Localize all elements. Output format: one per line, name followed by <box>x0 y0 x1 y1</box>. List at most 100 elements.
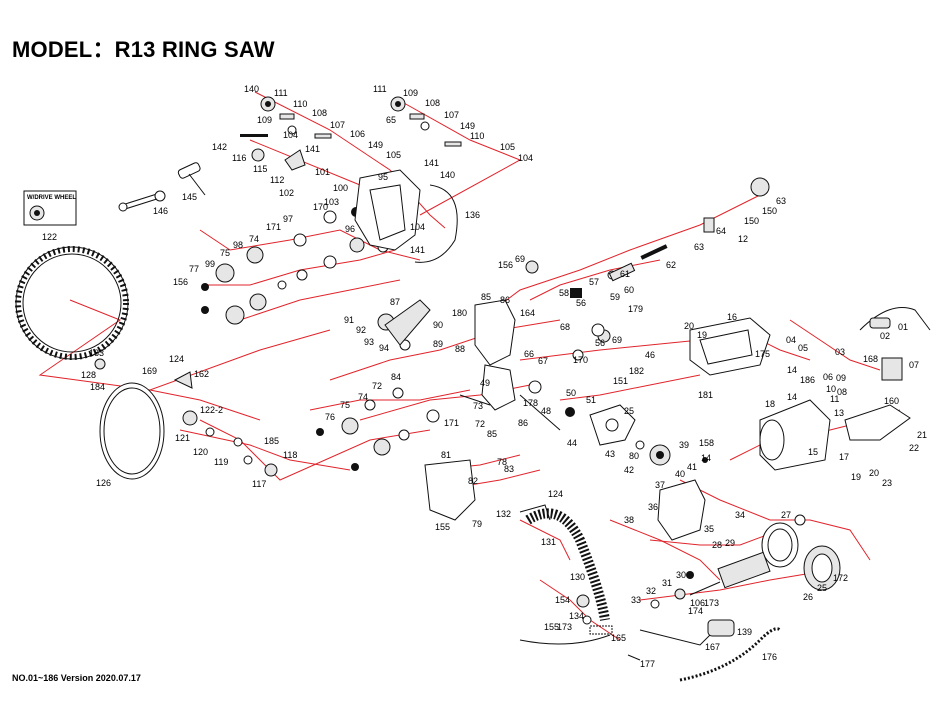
part-label: 34 <box>735 510 745 520</box>
part-label: 81 <box>441 450 451 460</box>
part-label: 164 <box>520 308 535 318</box>
part-label: 110 <box>470 131 484 141</box>
part-label: 186 <box>800 375 815 385</box>
part-label: 160 <box>884 396 899 406</box>
part-label: 07 <box>909 360 919 370</box>
part-label: 75 <box>340 400 350 410</box>
part-label: 95 <box>378 172 388 182</box>
part-label: 69 <box>612 335 622 345</box>
part-label: 112 <box>270 175 284 185</box>
part-label: 85 <box>487 429 497 439</box>
part-label: 62 <box>666 260 676 270</box>
part-label: 84 <box>391 372 401 382</box>
part-label: 119 <box>214 457 228 467</box>
part-label: 30 <box>676 570 686 580</box>
part-label: 08 <box>837 387 847 397</box>
part-label: 49 <box>480 378 490 388</box>
part-label: 140 <box>440 170 455 180</box>
part-label: 20 <box>869 468 879 478</box>
part-label: 66 <box>524 349 534 359</box>
part-label: 68 <box>560 322 570 332</box>
part-label: 78 <box>497 457 507 467</box>
part-label: 170 <box>573 355 588 365</box>
page-title: MODEL：R13 RING SAW <box>12 37 275 62</box>
part-label: 42 <box>624 465 634 475</box>
part-label: 94 <box>379 343 389 353</box>
part-label: 31 <box>662 578 672 588</box>
part-label: 27 <box>781 510 791 520</box>
part-label: 141 <box>410 245 425 255</box>
part-label: 56 <box>576 298 586 308</box>
part-label: 29 <box>725 538 735 548</box>
part-label: 14 <box>701 453 711 463</box>
part-label: 176 <box>762 652 777 662</box>
part-label: 101 <box>315 167 330 177</box>
part-label: 122-2 <box>200 405 223 415</box>
part-label: 20 <box>684 321 694 331</box>
part-label: 155 <box>544 622 559 632</box>
part-label: 174 <box>688 606 703 616</box>
small-parts <box>94 96 806 625</box>
part-label: 104 <box>283 130 298 140</box>
part-label: 122 <box>42 232 57 242</box>
part-label: 09 <box>836 373 846 383</box>
part-label: 83 <box>504 464 514 474</box>
part-label: 96 <box>345 224 355 234</box>
part-label: 44 <box>567 438 577 448</box>
part-label: 173 <box>557 622 572 632</box>
part-number-labels: W/DRIVE WHEEL 140 111 110 109 108 107 10… <box>27 84 927 669</box>
part-label: 19 <box>851 472 861 482</box>
part-label: 149 <box>368 140 383 150</box>
part-label: 17 <box>839 452 849 462</box>
part-label: 155 <box>435 522 450 532</box>
part-label: 103 <box>324 197 339 207</box>
part-label: 104 <box>410 222 425 232</box>
part-label: 124 <box>169 354 184 364</box>
part-label: 14 <box>787 365 797 375</box>
part-label: 156 <box>498 260 513 270</box>
part-label: 121 <box>175 433 190 443</box>
part-label: 158 <box>699 438 714 448</box>
part-label: 59 <box>610 292 620 302</box>
part-label: 60 <box>624 285 634 295</box>
part-label: 93 <box>364 337 374 347</box>
part-label: 11 <box>830 394 839 404</box>
part-label: 124 <box>548 489 563 499</box>
part-label: 10 <box>826 384 836 394</box>
part-label: 156 <box>173 277 188 287</box>
part-label: 170 <box>313 202 328 212</box>
footer-version: NO.01~186 Version 2020.07.17 <box>12 673 141 683</box>
part-label: 86 <box>518 418 528 428</box>
part-label: 02 <box>880 331 890 341</box>
part-label: 50 <box>566 388 576 398</box>
part-label: 25 <box>624 406 634 416</box>
part-label: 03 <box>835 347 845 357</box>
part-label: 146 <box>153 206 168 216</box>
part-label: 173 <box>704 598 719 608</box>
part-label: 89 <box>433 339 443 349</box>
part-label: 01 <box>898 322 908 332</box>
part-label: 72 <box>372 381 382 391</box>
part-label: 37 <box>655 480 665 490</box>
part-label: 97 <box>283 214 293 224</box>
part-label: 73 <box>473 401 483 411</box>
part-label: 51 <box>586 395 596 405</box>
part-label: 180 <box>452 308 467 318</box>
part-label: 56 <box>595 338 605 348</box>
part-label: 171 <box>444 418 459 428</box>
part-label: 185 <box>264 436 279 446</box>
part-label: 41 <box>687 462 697 472</box>
part-label: 106 <box>350 129 365 139</box>
part-label: 82 <box>468 476 478 486</box>
part-label: 100 <box>333 183 348 193</box>
part-label: 61 <box>620 269 630 279</box>
part-label: 87 <box>390 297 400 307</box>
major-parts <box>173 169 931 682</box>
part-label: 72 <box>475 419 485 429</box>
part-label: 48 <box>541 406 551 416</box>
part-label: 171 <box>266 222 281 232</box>
part-label: 05 <box>798 343 808 353</box>
part-label: 118 <box>283 450 297 460</box>
part-label: 151 <box>613 376 628 386</box>
